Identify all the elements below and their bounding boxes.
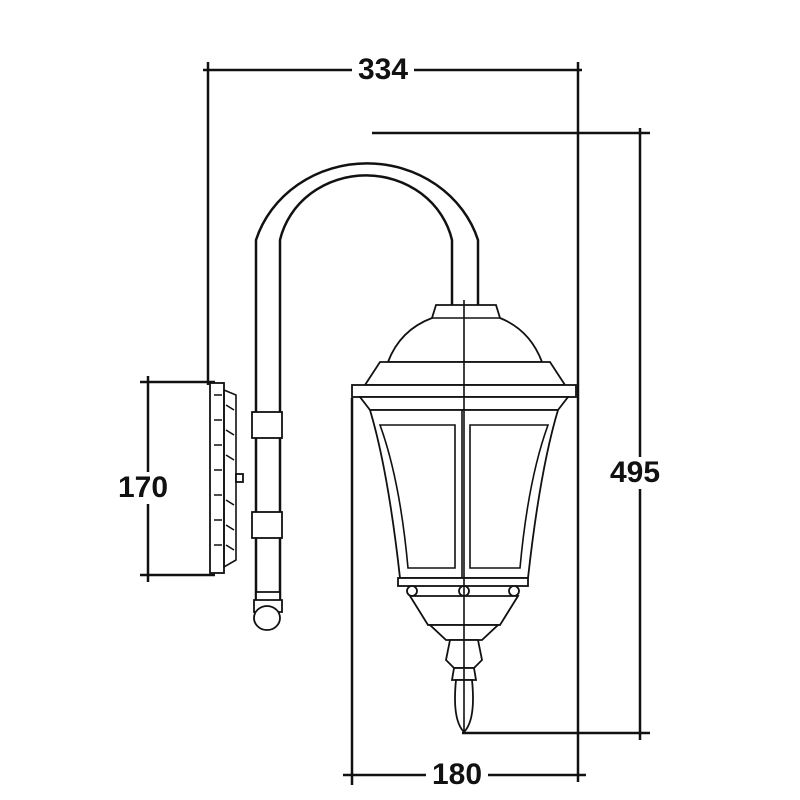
plate-height-label: 170 (112, 472, 175, 504)
wall-plate (209, 382, 244, 574)
overall-height-label: 495 (604, 457, 667, 489)
overall-width-label: 334 (352, 54, 415, 86)
lamp-arm (251, 162, 480, 631)
lantern-width-label: 180 (426, 759, 489, 791)
lantern (351, 300, 577, 734)
dimension-lines (140, 62, 650, 785)
